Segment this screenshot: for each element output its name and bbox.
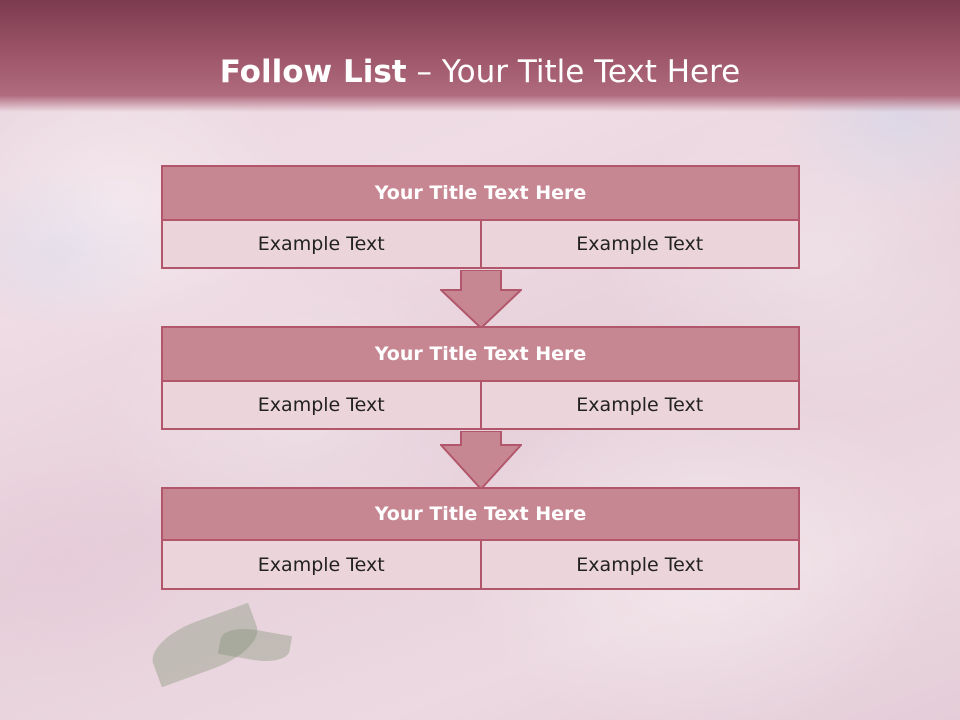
step-block-1: Your Title Text Here Example Text Exampl… (161, 165, 800, 269)
slide-title: Follow List – Your Title Text Here (0, 54, 960, 90)
title-bar: Follow List – Your Title Text Here (0, 0, 960, 112)
step-title: Your Title Text Here (161, 487, 800, 541)
step-left-cell: Example Text (161, 221, 482, 269)
step-block-2: Your Title Text Here Example Text Exampl… (161, 326, 800, 430)
step-right-cell: Example Text (481, 541, 800, 590)
slide-title-rest: – Your Title Text Here (406, 54, 741, 90)
step-left-cell: Example Text (161, 382, 482, 430)
down-arrow-icon (440, 431, 522, 491)
step-left-cell: Example Text (161, 541, 482, 590)
step-right-cell: Example Text (481, 221, 800, 269)
slide-title-bold: Follow List (219, 54, 407, 90)
step-title: Your Title Text Here (161, 165, 800, 221)
step-right-cell: Example Text (481, 382, 800, 430)
step-title: Your Title Text Here (161, 326, 800, 382)
down-arrow-icon (440, 270, 522, 330)
step-block-3: Your Title Text Here Example Text Exampl… (161, 487, 800, 590)
